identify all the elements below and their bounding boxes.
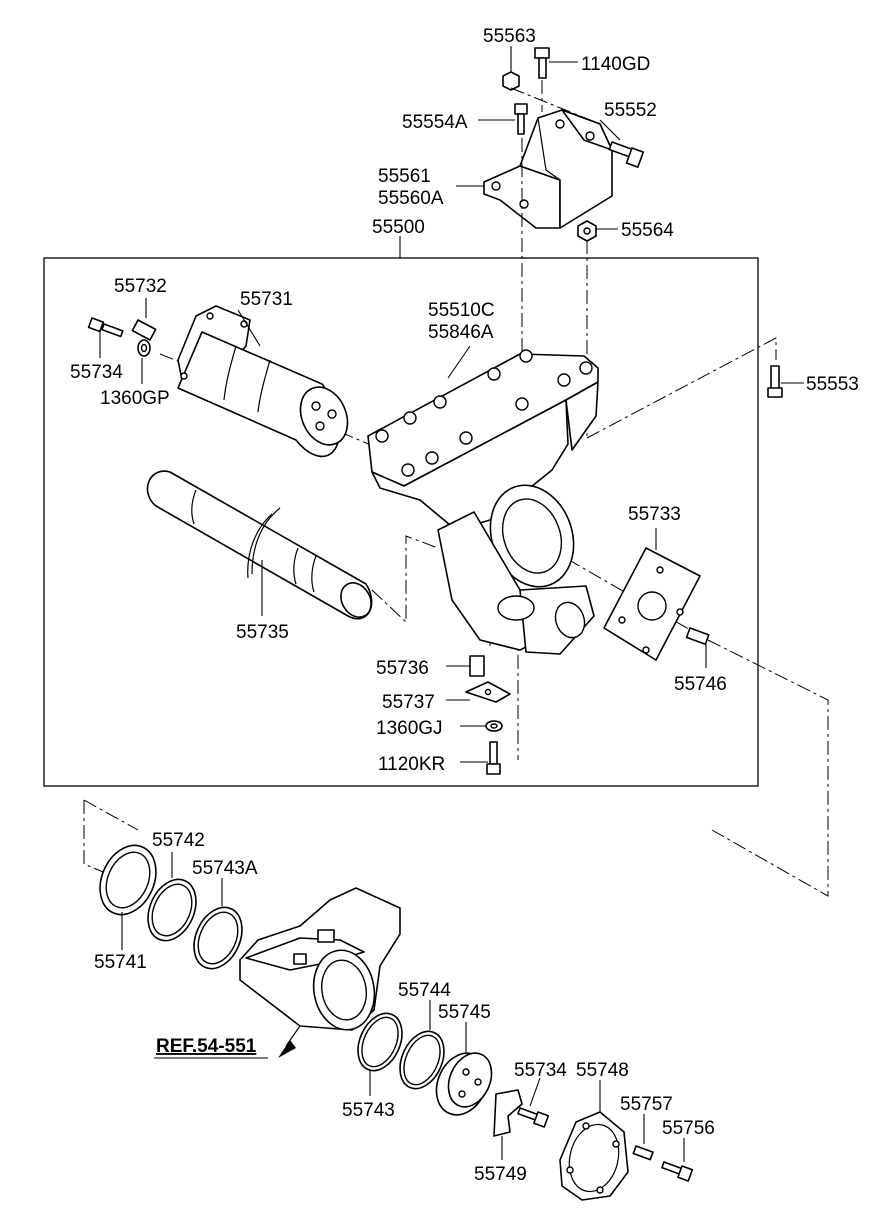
extension-housing	[239, 887, 401, 1058]
label-1120KR[interactable]: 1120KR	[378, 754, 445, 775]
label-55743[interactable]: 55743	[342, 1100, 395, 1121]
ring-55743[interactable]	[350, 1006, 411, 1096]
label-55733[interactable]: 55733	[628, 504, 681, 525]
cover-55745[interactable]	[427, 1022, 500, 1123]
label-55564[interactable]: 55564	[621, 220, 674, 241]
bolt-55553[interactable]	[767, 365, 804, 398]
label-55757[interactable]: 55757	[620, 1094, 673, 1115]
bolt-1140GD[interactable]	[534, 47, 578, 79]
label-55500[interactable]: 55500	[372, 217, 425, 238]
bolt-55734-lower[interactable]	[517, 1077, 550, 1128]
filter-housing-55731[interactable]	[177, 305, 356, 458]
label-55563[interactable]: 55563	[483, 26, 536, 47]
label-55561[interactable]: 55561	[378, 166, 431, 187]
label-55552[interactable]: 55552	[604, 100, 657, 121]
label-55554A[interactable]: 55554A	[402, 112, 468, 133]
nut-55564[interactable]	[577, 220, 618, 242]
label-55744[interactable]: 55744	[398, 980, 451, 1001]
ref-link-54-551[interactable]: REF.54-551	[156, 1036, 257, 1057]
pin-55746[interactable]	[685, 627, 710, 668]
label-55737[interactable]: 55737	[382, 692, 435, 713]
ring-55744[interactable]	[392, 1000, 453, 1096]
bracket-55749[interactable]	[493, 1089, 523, 1160]
label-55746[interactable]: 55746	[674, 674, 727, 695]
cover-55748[interactable]	[559, 1080, 629, 1201]
label-1360GP[interactable]: 1360GP	[100, 388, 170, 409]
label-55732[interactable]: 55732	[114, 276, 167, 297]
nut-55563[interactable]	[502, 46, 520, 91]
plate-55737[interactable]	[446, 681, 511, 703]
pin-55757[interactable]	[632, 1114, 654, 1161]
label-55741[interactable]: 55741	[94, 952, 147, 973]
label-1360GJ[interactable]: 1360GJ	[376, 718, 443, 739]
label-55756[interactable]: 55756	[662, 1118, 715, 1139]
ring-55741[interactable]	[90, 837, 167, 950]
label-55748[interactable]: 55748	[576, 1060, 629, 1081]
gasket-55733[interactable]	[603, 528, 701, 661]
label-55553[interactable]: 55553	[806, 374, 859, 395]
label-55749[interactable]: 55749	[474, 1164, 527, 1185]
ring-55743A[interactable]	[185, 878, 251, 976]
bolt-1120KR[interactable]	[460, 741, 501, 775]
washer-1360GJ[interactable]	[460, 720, 503, 732]
bracket-55561[interactable]	[456, 109, 613, 229]
bolt-55734[interactable]	[87, 317, 124, 358]
label-55735[interactable]: 55735	[236, 622, 289, 643]
label-55731[interactable]: 55731	[240, 289, 293, 310]
label-55560A[interactable]: 55560A	[378, 188, 444, 209]
ring-55742[interactable]	[139, 852, 205, 948]
shaft-55735[interactable]	[146, 470, 377, 623]
label-55510C[interactable]: 55510C	[428, 300, 495, 321]
label-55742[interactable]: 55742	[152, 830, 205, 851]
part-labels: 55563 1140GD 55554A 55552 55561 55560A 5…	[70, 26, 859, 1185]
assembly-box-55500	[43, 257, 759, 787]
label-55745[interactable]: 55745	[438, 1002, 491, 1023]
label-55734[interactable]: 55734	[70, 362, 123, 383]
label-55743A[interactable]: 55743A	[192, 858, 258, 879]
label-55736[interactable]: 55736	[376, 658, 429, 679]
washer-1360GP[interactable]	[137, 339, 151, 384]
pin-55732[interactable]	[131, 298, 157, 341]
bolt-55756[interactable]	[661, 1138, 694, 1182]
bolt-55554A[interactable]	[478, 103, 528, 135]
label-1140GD[interactable]: 1140GD	[581, 54, 650, 75]
bolt-55552[interactable]	[599, 119, 645, 168]
transfer-case-55510C[interactable]	[367, 345, 599, 655]
pin-55736[interactable]	[446, 655, 485, 677]
label-55846A[interactable]: 55846A	[428, 322, 494, 343]
label-55734-lower[interactable]: 55734	[514, 1060, 567, 1081]
